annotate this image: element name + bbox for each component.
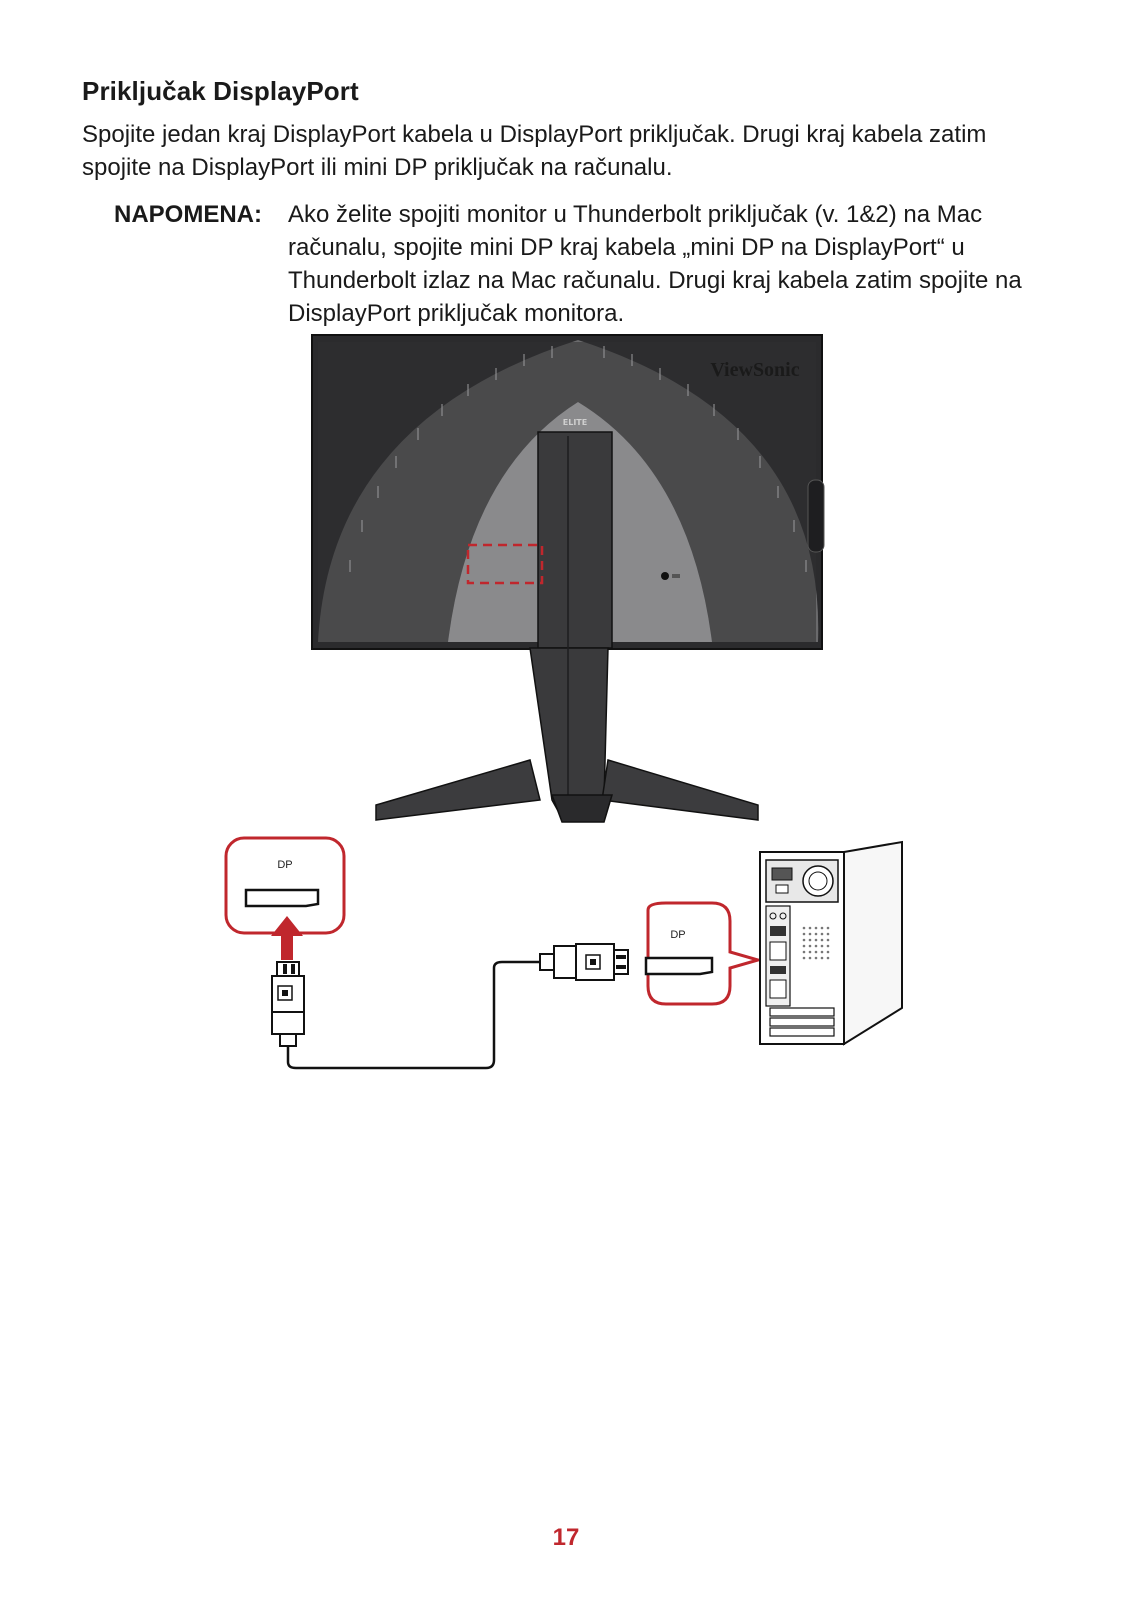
displayport-plug-icon bbox=[539, 943, 629, 981]
arrow-up-icon bbox=[271, 916, 303, 960]
sub-logo: ELITE bbox=[563, 418, 587, 427]
section-body: Spojite jedan kraj DisplayPort kabela u … bbox=[82, 121, 987, 181]
page-number: 17 bbox=[552, 1524, 580, 1551]
note-text: Ako želite spojiti monitor u Thunderbolt… bbox=[288, 201, 1022, 327]
monitor-port-callout bbox=[224, 836, 346, 935]
pc-port-label: DP bbox=[670, 929, 685, 941]
displayport-plug-icon bbox=[271, 961, 305, 1047]
monitor-back-icon bbox=[311, 334, 825, 823]
pc-tower-icon bbox=[759, 840, 903, 1046]
displayport-socket-icon bbox=[644, 956, 714, 976]
monitor-port-label: DP bbox=[277, 859, 292, 871]
displayport-socket-icon bbox=[244, 888, 320, 908]
section-title: Priključak DisplayPort bbox=[82, 76, 359, 106]
pc-port-callout bbox=[646, 901, 764, 1006]
brand-logo: ViewSonic bbox=[710, 359, 799, 381]
note-label: NAPOMENA: bbox=[114, 201, 262, 228]
displayport-cable bbox=[286, 960, 540, 1070]
